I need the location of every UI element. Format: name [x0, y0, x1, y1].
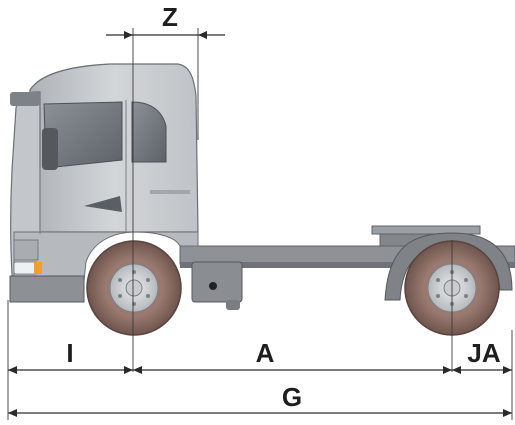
- dimension-row-axles: I A JA: [8, 338, 512, 374]
- truck-illustration: [9, 63, 515, 336]
- front-wheel: [86, 240, 182, 336]
- label-ja: JA: [467, 338, 500, 368]
- label-z: Z: [162, 2, 178, 32]
- label-i: I: [66, 338, 73, 368]
- label-a: A: [256, 338, 275, 368]
- dimension-z: Z: [106, 2, 225, 39]
- dimension-g: G: [8, 382, 512, 417]
- dimension-guides: [7, 28, 513, 420]
- label-g: G: [282, 382, 302, 412]
- cab: [9, 63, 199, 303]
